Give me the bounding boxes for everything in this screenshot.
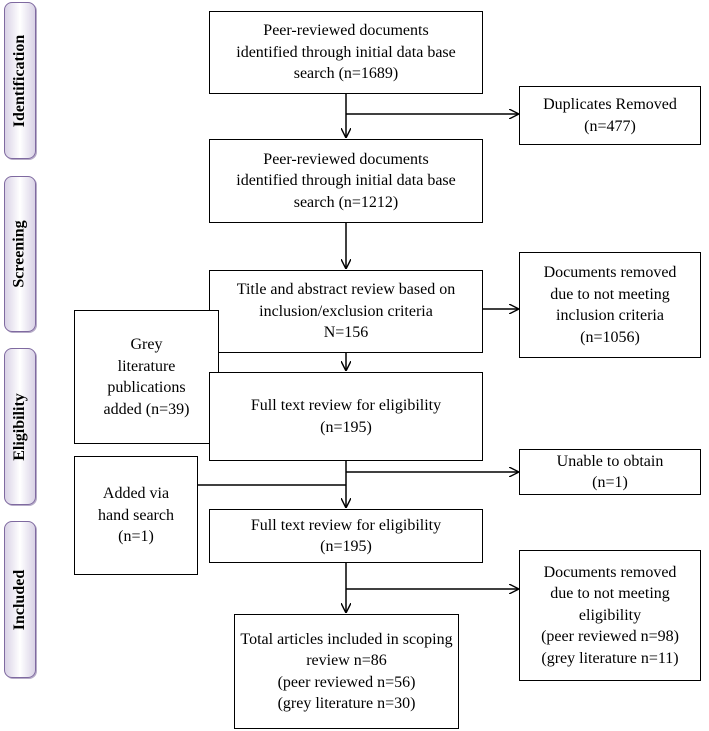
stage-identification: Identification xyxy=(4,2,36,159)
stage-eligibility: Eligibility xyxy=(4,348,36,505)
text-line: Total articles included in scoping xyxy=(240,630,453,648)
text-line: identified through initial data base xyxy=(236,172,456,190)
text-line: literature xyxy=(117,357,176,375)
stage-included: Included xyxy=(4,521,36,678)
text-line: Duplicates Removed xyxy=(543,96,677,113)
box-after-duplicates: Peer-reviewed documents identified throu… xyxy=(209,139,483,223)
box-hand-search: Added via hand search (n=1) xyxy=(74,456,198,575)
text-line: Unable to obtain xyxy=(556,452,664,470)
box-grey-literature: Grey literature publications added (n=39… xyxy=(74,310,219,444)
text-line: (grey literature n=11) xyxy=(541,649,679,667)
box-unable-to-obtain: Unable to obtain (n=1) xyxy=(519,449,701,495)
text-line: eligibility xyxy=(578,606,642,624)
box-initial-search: Peer-reviewed documents identified throu… xyxy=(209,11,483,94)
text-line: Full text review for eligibility xyxy=(250,397,442,414)
text-line: (n=1) xyxy=(592,474,628,491)
text-line: Grey xyxy=(130,336,163,353)
text-line: search (n=1212) xyxy=(293,193,399,211)
text-line: (n=1) xyxy=(118,528,154,546)
text-line: publications xyxy=(107,379,186,396)
text-line: Added via xyxy=(102,485,170,503)
text-line: inclusion criteria xyxy=(556,307,664,324)
text-line: (grey literature n=30) xyxy=(277,695,416,712)
box-title-abstract-review: Title and abstract review based on inclu… xyxy=(209,270,483,353)
text-line: added (n=39) xyxy=(103,400,190,418)
box-total-included: Total articles included in scoping revie… xyxy=(234,614,459,729)
text-line: (peer reviewed n=98) xyxy=(541,628,679,646)
box-full-text-review-2: Full text review for eligibility (n=195) xyxy=(209,509,483,563)
text-line: hand search xyxy=(98,506,174,524)
text-line: due to not meeting xyxy=(550,585,670,603)
text-line: N=156 xyxy=(323,324,369,342)
box-full-text-review-1: Full text review for eligibility (n=195) xyxy=(209,372,483,461)
stage-screening: Screening xyxy=(4,176,36,332)
text-line: identified through initial data base xyxy=(236,43,456,61)
box-removed-eligibility: Documents removed due to not meeting eli… xyxy=(519,550,701,681)
box-removed-inclusion: Documents removed due to not meeting inc… xyxy=(519,252,701,358)
text-line: inclusion/exclusion criteria xyxy=(259,302,433,320)
text-line: Documents removed xyxy=(543,563,677,581)
text-line: (n=195) xyxy=(320,538,372,555)
text-line: review n=86 xyxy=(306,652,387,669)
text-line: due to not meeting xyxy=(550,285,670,303)
text-line: (n=1056) xyxy=(580,328,640,346)
text-line: Full text review for eligibility xyxy=(250,516,442,534)
text-line: Documents removed xyxy=(543,264,677,281)
text-line: (n=477) xyxy=(584,117,636,135)
text-line: Peer-reviewed documents xyxy=(263,22,429,40)
text-line: search (n=1689) xyxy=(293,65,399,83)
text-line: (n=195) xyxy=(320,418,372,436)
text-line: Peer-reviewed documents xyxy=(263,150,429,168)
text-line: (peer reviewed n=56) xyxy=(277,673,416,691)
box-duplicates-removed: Duplicates Removed (n=477) xyxy=(519,86,701,145)
text-line: Title and abstract review based on xyxy=(236,281,456,299)
